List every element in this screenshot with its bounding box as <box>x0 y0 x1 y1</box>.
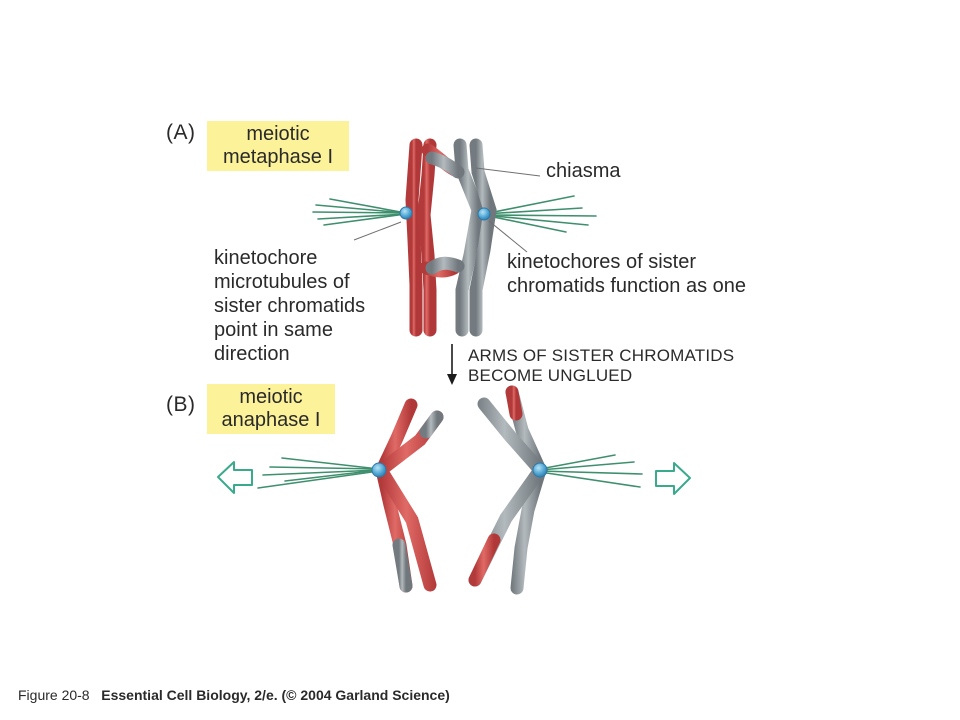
right-label-line: chromatids function as one <box>507 275 747 297</box>
left-pole-arrow-icon <box>217 461 253 494</box>
right-pole-arrow-icon <box>655 462 691 495</box>
anaphase-homologs <box>257 385 643 595</box>
chiasma-label: chiasma <box>546 160 621 182</box>
panel-b-letter: (B) <box>166 393 196 416</box>
left-label-line: kinetochore <box>214 247 318 269</box>
right-anaphase-microtubules <box>539 454 643 488</box>
transition-label: ARMS OF SISTER CHROMATIDS BECOME UNGLUED <box>468 346 734 386</box>
leader-lines <box>353 167 541 253</box>
kinetochore-anaphase-right <box>532 462 548 478</box>
left-label-line: sister chromatids <box>214 295 366 317</box>
kinetochore-left <box>399 206 413 220</box>
kinetochore-microtubules-label: kinetochore microtubules of sister chrom… <box>214 246 365 366</box>
transition-line2: BECOME UNGLUED <box>468 366 633 385</box>
transition-line1: ARMS OF SISTER CHROMATIDS <box>468 346 735 365</box>
panel-a-stage-line1: meiotic <box>246 123 310 145</box>
left-label-line: microtubules of <box>214 271 350 293</box>
grey-homolog <box>425 138 497 337</box>
panel-a-letter: (A) <box>166 121 196 144</box>
kinetochore-anaphase-left <box>371 462 387 478</box>
figure-caption: Figure 20-8 Essential Cell Biology, 2/e.… <box>18 687 450 703</box>
right-microtubules <box>483 195 597 233</box>
left-label-line: direction <box>214 343 290 365</box>
panel-b-stage-line2: anaphase I <box>221 409 321 431</box>
down-arrow <box>447 344 457 385</box>
metaphase-bivalent <box>312 138 597 337</box>
left-anaphase-microtubules <box>257 457 380 489</box>
figure-number: Figure 20-8 <box>18 687 90 703</box>
figure-source: Essential Cell Biology, 2/e. (© 2004 Gar… <box>101 687 450 703</box>
panel-a-stage-line2: metaphase I <box>222 146 334 168</box>
left-label-line: point in same <box>214 319 333 341</box>
kinetochore-right <box>477 207 491 221</box>
left-microtubules <box>312 198 407 226</box>
left-anaphase-chromosome <box>372 398 444 593</box>
right-anaphase-chromosome <box>468 385 549 595</box>
panel-b-stage-box: meiotic anaphase I <box>207 384 335 434</box>
panel-b-stage-line1: meiotic <box>239 386 303 408</box>
sister-kinetochores-label: kinetochores of sister chromatids functi… <box>507 250 746 298</box>
panel-a-stage-box: meiotic metaphase I <box>207 121 349 171</box>
right-label-line: kinetochores of sister <box>507 251 696 273</box>
